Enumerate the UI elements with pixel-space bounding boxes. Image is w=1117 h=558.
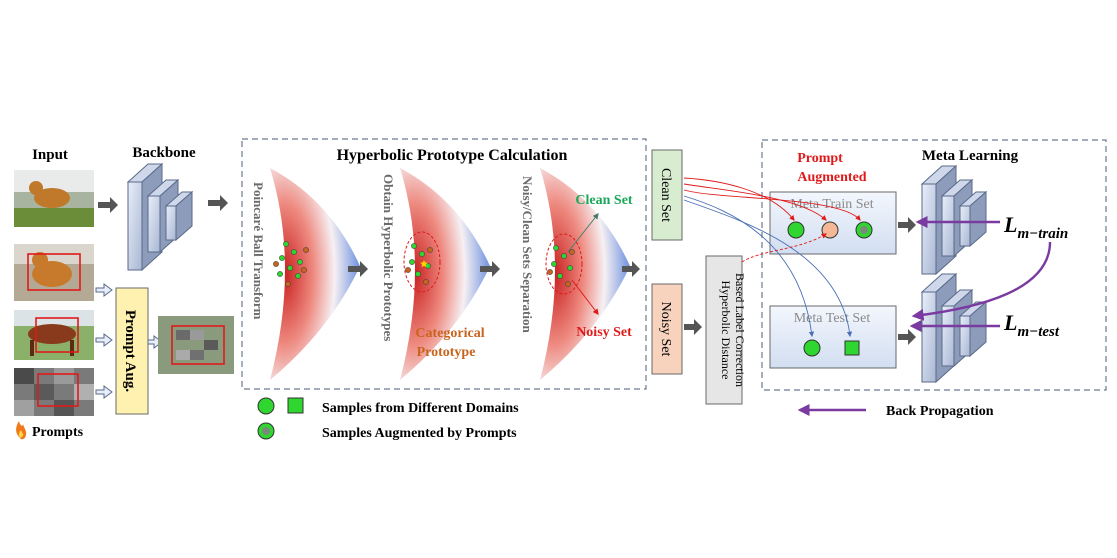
arrow-input-backbone bbox=[98, 197, 118, 213]
back-propagation-arrows bbox=[909, 216, 1052, 332]
loss-test-sub: m−test bbox=[1017, 324, 1059, 340]
prompt-aug-block bbox=[115, 287, 149, 415]
augmented-image bbox=[158, 316, 234, 374]
hyperbolic-title: Hyperbolic Prototype Calculation bbox=[337, 147, 568, 164]
noisy-set-block-label: Noisy Set bbox=[658, 302, 673, 357]
fire-icon bbox=[16, 421, 27, 440]
prompt-aug-label: Prompt Aug. bbox=[122, 310, 138, 392]
meta-test-network bbox=[920, 272, 988, 384]
arrow-to-noisy bbox=[571, 279, 599, 315]
input-title: Input bbox=[32, 147, 68, 163]
meta-test-domain-circle bbox=[803, 339, 821, 357]
legend-domain-square bbox=[287, 397, 304, 414]
categorical-prototype-line1: Categorical bbox=[415, 326, 484, 341]
arrow-backbone-hyperbolic bbox=[208, 195, 228, 211]
loss-train-base: L bbox=[1003, 212, 1017, 237]
input-image-dog-2 bbox=[14, 244, 94, 301]
legend-domain-circle bbox=[257, 397, 275, 415]
meta-train-network bbox=[920, 164, 988, 276]
meta-test-domain-square bbox=[844, 340, 860, 356]
clean-set-block bbox=[651, 149, 683, 241]
poincare-ball-2 bbox=[400, 168, 490, 380]
input-image-horse bbox=[14, 310, 94, 360]
noisy-set-label: Noisy Set bbox=[576, 325, 632, 340]
arrow-input-prompt-aug bbox=[95, 283, 113, 399]
step-prototypes-label: Obtain Hyperbolic Prototypes bbox=[381, 174, 396, 341]
arrow-to-clean bbox=[567, 213, 599, 253]
step-poincare-label: Poincaré Ball Transform bbox=[251, 182, 266, 320]
sample-cluster-3 bbox=[547, 245, 575, 287]
set-connections bbox=[683, 177, 861, 338]
input-image-dog-1 bbox=[14, 170, 94, 227]
loss-test-base: L bbox=[1003, 310, 1017, 335]
sample-cluster-1 bbox=[273, 241, 309, 287]
meta-test-set-box bbox=[769, 305, 897, 369]
label-correction-block bbox=[705, 255, 743, 405]
prompts-label: Prompts bbox=[32, 425, 84, 440]
hyperbolic-box bbox=[241, 138, 647, 390]
loss-test: Lm−test bbox=[1003, 310, 1060, 340]
step-separation-label: Noisy/Clean Sets Separation bbox=[520, 176, 535, 334]
prototype-star-icon bbox=[420, 260, 428, 268]
meta-train-set-label: Meta Train Set bbox=[790, 197, 873, 212]
legend-augmented-label: Samples Augmented by Prompts bbox=[322, 426, 517, 441]
legend-domains-label: Samples from Different Domains bbox=[322, 401, 519, 416]
categorical-prototype-line2: Prototype bbox=[417, 345, 476, 360]
correction-line1: Hyperbolic Distance bbox=[719, 281, 733, 380]
loss-train-sub: m−train bbox=[1017, 226, 1068, 242]
meta-train-set-box bbox=[769, 191, 897, 255]
arrow-step1-step2 bbox=[348, 261, 368, 277]
arrow-step2-step3 bbox=[480, 261, 500, 277]
backbone-title: Backbone bbox=[132, 145, 196, 161]
sample-cluster-2 bbox=[405, 243, 433, 285]
prototype-ellipse bbox=[403, 231, 441, 293]
backbone-network bbox=[126, 162, 194, 272]
arrow-train-net bbox=[898, 217, 916, 233]
arrow-test-net bbox=[898, 329, 916, 345]
arrow-hyperbolic-sets bbox=[622, 261, 640, 277]
meta-train-domain-sample bbox=[787, 221, 805, 239]
meta-test-set-label: Meta Test Set bbox=[794, 311, 871, 326]
input-image-prompt-pattern bbox=[14, 368, 94, 416]
prompt-augmented-line1: Prompt bbox=[797, 151, 843, 166]
meta-learning-title: Meta Learning bbox=[922, 148, 1019, 164]
loss-train: Lm−train bbox=[1003, 212, 1068, 242]
meta-train-noisy-sample bbox=[821, 221, 839, 239]
prompt-augmented-line2: Augmented bbox=[797, 170, 866, 185]
poincare-ball-3 bbox=[540, 168, 630, 380]
poincare-ball-1 bbox=[270, 168, 360, 380]
legend-back-prop-label: Back Propagation bbox=[886, 404, 994, 419]
arrow-noisy-correction bbox=[684, 319, 702, 335]
correction-line2: Based Label Correction bbox=[733, 273, 747, 387]
noisy-set-block bbox=[651, 283, 683, 375]
meta-learning-box bbox=[761, 139, 1107, 391]
separation-ellipse bbox=[545, 233, 583, 295]
clean-set-block-label: Clean Set bbox=[658, 168, 673, 222]
clean-set-label: Clean Set bbox=[575, 193, 633, 208]
